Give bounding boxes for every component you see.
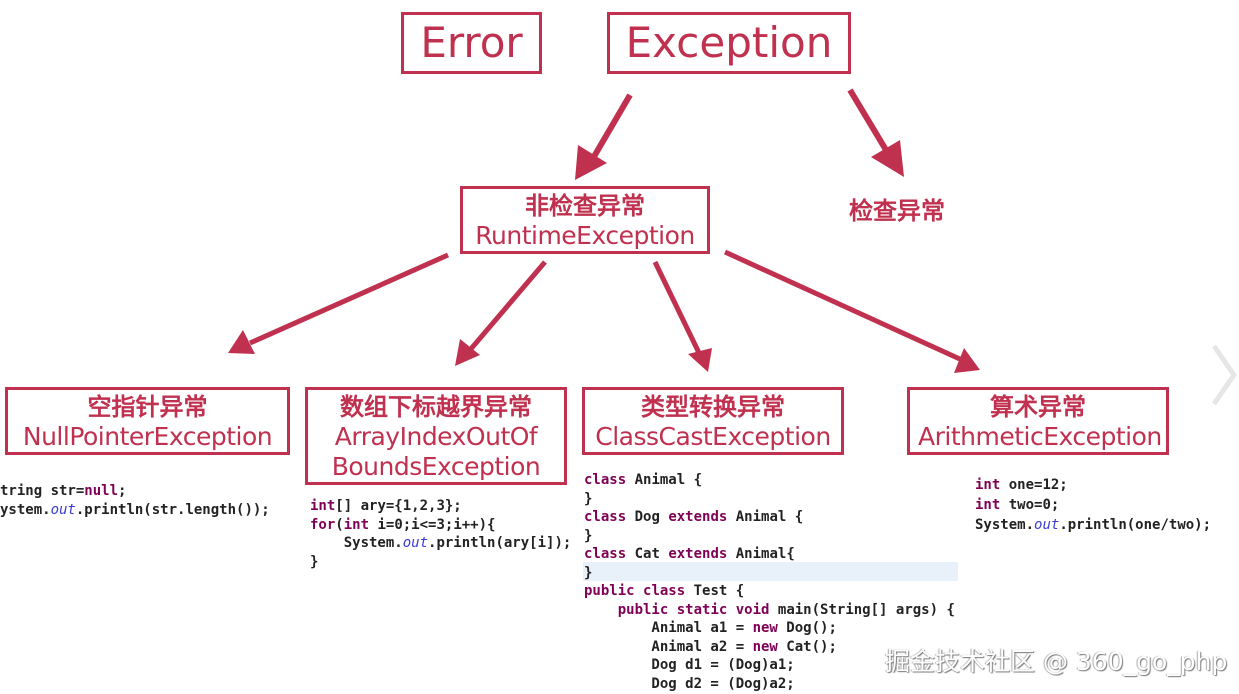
code-line: public class Test {	[584, 583, 745, 599]
arrow-exception-to-checked	[847, 88, 889, 152]
arrow-to-classcast	[652, 260, 703, 357]
checked-exception-label: 检查异常	[849, 197, 945, 225]
arrowhead-arrayindex	[455, 339, 480, 366]
code-line: Animal a2 = new Cat();	[584, 638, 837, 655]
exception-box: Exception	[607, 12, 851, 74]
classcast-code: class Animal {} class Dog extends Animal …	[584, 471, 955, 693]
current-line-highlight	[583, 562, 958, 581]
arrowhead-arithmetic	[954, 348, 980, 373]
code-line: System.out.println(ary[i]);	[310, 535, 572, 551]
code-line: }	[584, 490, 593, 507]
code-line: Animal a1 = new Dog();	[584, 620, 837, 636]
arrowhead-checked	[871, 140, 904, 177]
unchecked-en-label: RuntimeException	[475, 221, 695, 250]
arrayindex-en-2: BoundsException	[331, 452, 541, 481]
code-line: int[] ary={1,2,3};	[310, 498, 462, 514]
code-line: }	[310, 553, 319, 570]
error-box: Error	[401, 12, 542, 74]
arrow-to-arrayindex	[468, 260, 547, 352]
classcast-en: ClassCastException	[595, 422, 831, 451]
error-label: Error	[420, 18, 523, 67]
code-line: for(int i=0;i<=3;i++){	[310, 516, 496, 533]
code-line: tring str=null;	[0, 483, 127, 499]
arithmetic-box: 算术异常 ArithmeticException	[907, 387, 1169, 455]
arrowhead-unchecked	[575, 145, 607, 180]
arrayindex-zh: 数组下标越界异常	[340, 393, 532, 421]
nullpointer-box: 空指针异常 NullPointerException	[5, 387, 290, 455]
runtime-exception-box: 非检查异常 RuntimeException	[460, 186, 710, 254]
code-line: ystem.out.println(str.length());	[0, 501, 270, 518]
arithmetic-zh: 算术异常	[990, 393, 1086, 421]
chevron-right-icon[interactable]	[1208, 340, 1238, 410]
arrayindex-code: int[] ary={1,2,3}; for(int i=0;i<=3;i++){…	[310, 497, 571, 571]
code-line: }	[584, 527, 593, 544]
arrow-to-arithmetic	[723, 249, 964, 363]
arithmetic-code: int one=12; int two=0; System.out.println(…	[975, 475, 1211, 535]
classcast-box: 类型转换异常 ClassCastException	[582, 387, 844, 455]
code-line: }	[584, 564, 593, 581]
arrayindex-en-1: ArrayIndexOutOf	[334, 422, 538, 451]
code-line: Dog d2 = (Dog)a2;	[584, 675, 795, 692]
arrayindex-box: 数组下标越界异常 ArrayIndexOutOf BoundsException	[305, 387, 567, 485]
code-line: class Cat extends Animal{	[584, 546, 795, 562]
exception-label: Exception	[625, 18, 833, 67]
code-line: int one=12;	[975, 477, 1068, 493]
arrow-to-nullpointer	[248, 252, 450, 346]
classcast-zh: 类型转换异常	[641, 393, 785, 421]
watermark: 掘金技术社区 @ 360_go_php	[885, 647, 1228, 676]
code-line: public static void main(String[] args) {	[617, 601, 955, 618]
nullpointer-en: NullPointerException	[22, 422, 273, 451]
arrowhead-nullpointer	[228, 330, 255, 354]
code-line: System.out.println(one/two);	[975, 517, 1212, 533]
nullpointer-zh: 空指针异常	[87, 393, 208, 421]
arrow-exception-to-unchecked	[589, 93, 633, 162]
nullpointer-code: tring str=null; ystem.out.println(str.len…	[0, 482, 270, 519]
code-line: Dog d1 = (Dog)a1;	[584, 657, 795, 673]
arithmetic-en: ArithmeticException	[918, 422, 1162, 451]
code-line: class Dog extends Animal {	[584, 509, 804, 525]
unchecked-zh-label: 非检查异常	[525, 192, 645, 220]
code-line: class Animal {	[584, 472, 703, 488]
arrowhead-classcast	[688, 348, 712, 372]
code-line: int two=0;	[975, 497, 1060, 513]
